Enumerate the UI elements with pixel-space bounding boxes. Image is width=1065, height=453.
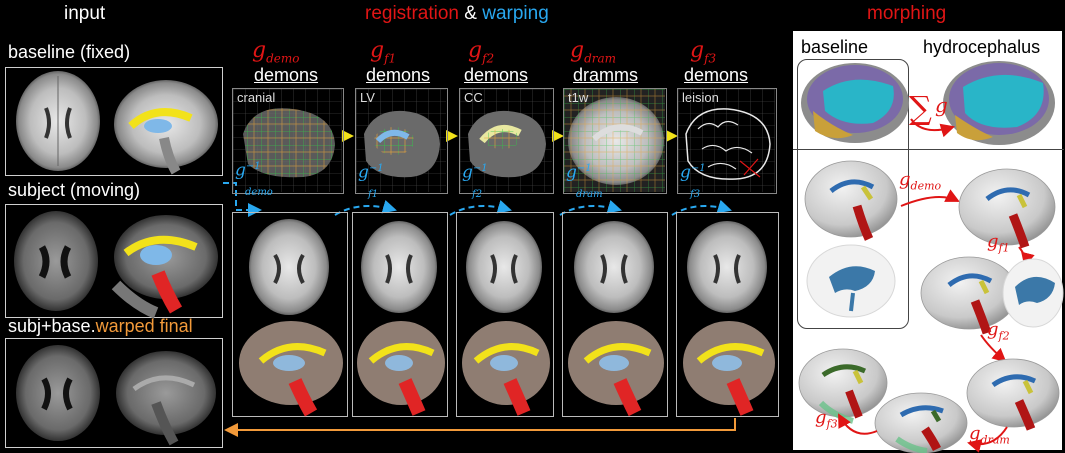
warped-images-4 [568,221,664,417]
warped-images-1 [239,219,343,417]
baseline-group-frame [797,59,909,329]
warped-column-5 [676,212,779,417]
tag-lv: LV [360,90,375,105]
morph-divider [793,149,1064,150]
baseline-images [16,71,218,175]
method-dramms: dramms [573,65,639,85]
morph-g-demo: gdemo [899,169,942,193]
tag-leision: leision [682,90,719,105]
lv-deformation-image [356,89,446,192]
method-demons-5: demons [684,65,749,85]
final-panel [5,338,223,448]
cc-deformation-image [460,89,552,192]
morph-baseline-label: baseline [801,37,869,57]
cranial-deformation-image [233,89,342,192]
header-bar: input registration & warping morphing [0,0,1065,28]
final-label-a: subj+base. [8,316,96,336]
tag-cranial: cranial [237,90,276,105]
baseline-fixed-label: baseline (fixed) [8,42,131,62]
g-dram-label: gdram [570,38,617,66]
warped-column-1 [232,212,348,417]
final-label: subj+base.warped final [8,316,193,337]
morph-g-f2: gf2 [987,319,1010,343]
g-f2-label: gf2 [468,38,495,66]
morph-g-f3: gf3 [815,407,838,431]
g-f3-label: gf3 [690,38,717,66]
method-demons-2: demons [366,65,431,85]
warped-column-3 [456,212,554,417]
sum-symbol: ∑ [909,89,932,127]
subject-images [14,211,218,319]
morph-g-f1: gf1 [987,231,1010,255]
method-demons-3: demons [464,65,529,85]
header-input: input [64,3,106,24]
sum-g: g [935,93,948,117]
warped-column-4 [562,212,668,417]
method-demons-1: demons [254,65,319,85]
subject-panel [5,204,223,319]
morphing-panel: baseline hydrocephalus [792,30,1064,453]
baseline-panel [5,67,223,176]
warped-images-2 [357,221,445,416]
morph-hydrocephalus-label: hydrocephalus [923,37,1041,57]
tag-cc: CC [464,90,483,105]
g-f1-label: gf1 [370,38,397,66]
leision-deformation-image [678,89,775,192]
morphing-diagram [798,61,1064,453]
warped-images-3 [462,221,550,416]
tag-t1w: t1w [568,90,589,105]
subject-moving-label: subject (moving) [8,180,141,200]
header-registration-warping: registration & warping [365,3,549,25]
header-morphing: morphing [867,3,947,24]
warped-column-2 [352,212,448,417]
warped-images-5 [683,221,775,416]
header-amp: & [459,3,483,24]
g-demo-label: gdemo [252,38,300,66]
final-images [16,345,216,446]
final-label-b: warped final [95,316,193,336]
t1w-deformation-image [564,89,665,192]
header-registration: registration [365,3,459,24]
header-warping: warping [482,3,549,24]
morph-g-dram: gdram [969,423,1010,447]
